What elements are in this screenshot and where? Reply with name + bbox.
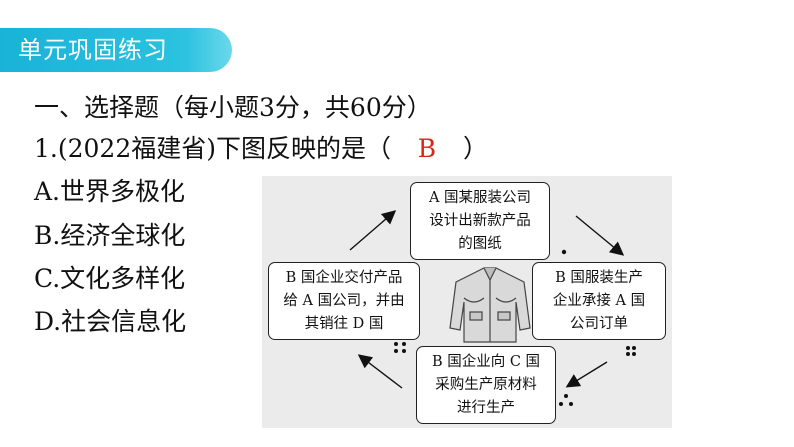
option-d: D.社会信息化 [34, 307, 187, 336]
box-order-line: 企业承接 A 国 [552, 293, 646, 309]
box-order-line: B 国服装生产 [555, 270, 643, 286]
dots-mark-bottom [559, 394, 573, 406]
box-design-line: 的图纸 [458, 236, 502, 252]
banner-title: 单元巩固练习 [18, 36, 168, 64]
box-materials: B 国企业向 C 国 采购生产原材料 进行生产 [416, 346, 556, 424]
question-stem: 1.(2022福建省)下图反映的是（ B ） [34, 131, 488, 167]
box-design-line: A 国某服装公司 [428, 190, 532, 206]
arrow-top-to-right [575, 215, 625, 256]
question-stem-suffix: ） [462, 134, 488, 163]
dot-mark [561, 249, 567, 255]
box-materials-line: B 国企业向 C 国 [431, 354, 541, 370]
arrow-right-to-bottom [565, 361, 608, 388]
diagram-arrows [349, 210, 636, 406]
arrow-bottom-to-left [357, 354, 403, 389]
question-stem-prefix: 1.(2022福建省)下图反映的是（ [34, 134, 391, 163]
box-materials-line: 采购生产原材料 [435, 377, 537, 393]
option-c: C.文化多样化 [34, 264, 186, 293]
dots-mark-left [394, 342, 406, 353]
section-heading: 一、选择题（每小题3分，共60分） [34, 93, 432, 122]
box-order-line: 公司订单 [570, 316, 628, 332]
box-design: A 国某服装公司 设计出新款产品 的图纸 [410, 182, 550, 260]
box-delivery-line: B 国企业交付产品 [285, 270, 403, 286]
box-delivery-line: 其销往 D 国 [304, 316, 384, 332]
section-banner: 单元巩固练习 [0, 28, 232, 72]
dots-mark-right [626, 346, 636, 356]
box-materials-line: 进行生产 [457, 400, 515, 416]
process-diagram: A 国某服装公司 设计出新款产品 的图纸 B 国服装生产 企业承接 A 国 公司… [262, 176, 672, 428]
box-delivery: B 国企业交付产品 给 A 国公司，并由 其销往 D 国 [268, 262, 420, 340]
box-design-line: 设计出新款产品 [429, 213, 531, 229]
answer-text: B [417, 134, 437, 163]
jacket-icon [449, 267, 531, 343]
box-order: B 国服装生产 企业承接 A 国 公司订单 [532, 262, 666, 340]
option-b: B.经济全球化 [34, 221, 186, 250]
option-a: A.世界多极化 [34, 177, 186, 206]
arrow-left-to-top [349, 210, 397, 251]
box-delivery-line: 给 A 国公司，并由 [283, 293, 405, 309]
